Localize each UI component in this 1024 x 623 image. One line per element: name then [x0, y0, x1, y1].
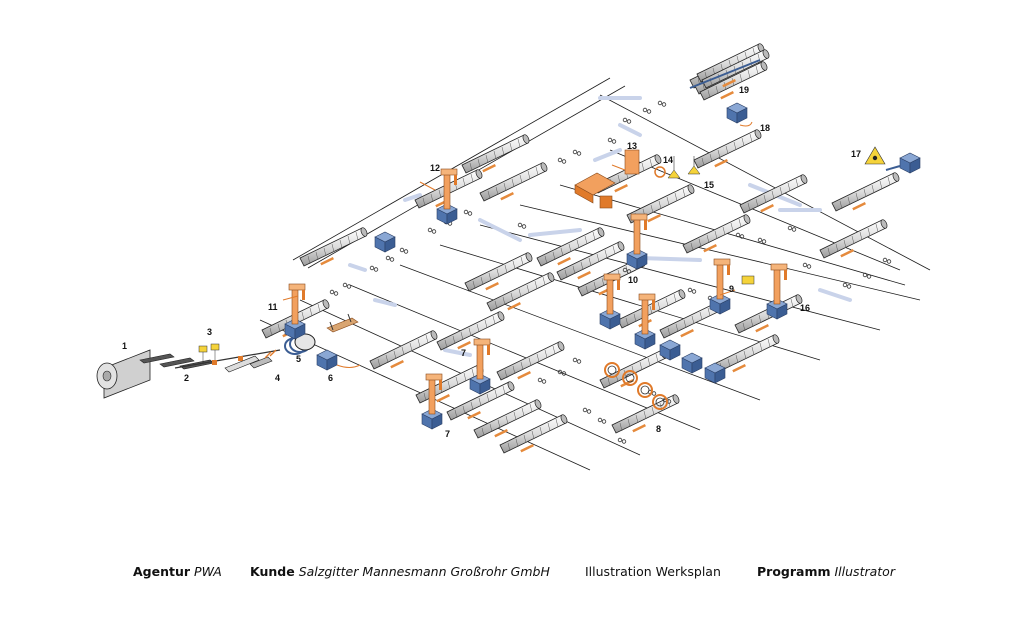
label-7a: 7	[461, 348, 466, 358]
xray-station	[864, 146, 921, 174]
label-9: 9	[729, 284, 734, 294]
terminal	[726, 102, 753, 127]
caption-bar: Agentur PWA Kunde Salzgitter Mannesmann …	[0, 564, 1024, 584]
label-4: 4	[275, 373, 280, 383]
label-10: 10	[628, 275, 638, 285]
machines	[285, 102, 921, 429]
spiral-former	[284, 333, 316, 355]
label-7b: 7	[445, 429, 450, 439]
label-5: 5	[296, 354, 301, 364]
pipe-storage-stack	[689, 42, 771, 101]
illustration-title: Illustration Werksplan	[585, 564, 721, 579]
kunde-label: Kunde	[250, 564, 295, 579]
label-14: 14	[663, 155, 673, 165]
label-12: 12	[430, 163, 440, 173]
warning-sign-icon	[741, 275, 755, 285]
finishing-rings	[604, 339, 726, 410]
label-18: 18	[760, 123, 770, 133]
agentur-credit: Agentur PWA	[133, 564, 222, 579]
label-6: 6	[328, 373, 333, 383]
programm-value: Illustrator	[834, 564, 895, 579]
track-lines	[259, 77, 931, 471]
label-3: 3	[207, 327, 212, 337]
weighing-scales	[654, 156, 701, 179]
kunde-credit: Kunde Salzgitter Mannesmann Großrohr Gmb…	[250, 564, 550, 579]
label-11: 11	[268, 302, 278, 312]
coil-feed	[96, 333, 316, 399]
programm-credit: Programm Illustrator	[757, 564, 895, 579]
label-8: 8	[656, 424, 661, 434]
label-16: 16	[800, 303, 810, 313]
station-numbers: 1 2 3 4 5 6 7 7 8 9 10 11 12 13 14 15 16…	[122, 85, 861, 439]
kunde-value: Salzgitter Mannesmann Großrohr GmbH	[298, 564, 550, 579]
agentur-label: Agentur	[133, 564, 191, 579]
label-1: 1	[122, 341, 127, 351]
label-17: 17	[851, 149, 861, 159]
cables	[282, 164, 736, 301]
label-2: 2	[184, 373, 189, 383]
label-19: 19	[739, 85, 749, 95]
conveyor-tracks	[348, 96, 852, 357]
agentur-value: PWA	[194, 564, 222, 579]
hydrotester	[574, 149, 640, 209]
programm-label: Programm	[757, 564, 831, 579]
label-15: 15	[704, 180, 714, 190]
label-13: 13	[627, 141, 637, 151]
skid	[326, 313, 359, 333]
pipes	[261, 128, 901, 454]
control-cabinet	[316, 349, 361, 371]
